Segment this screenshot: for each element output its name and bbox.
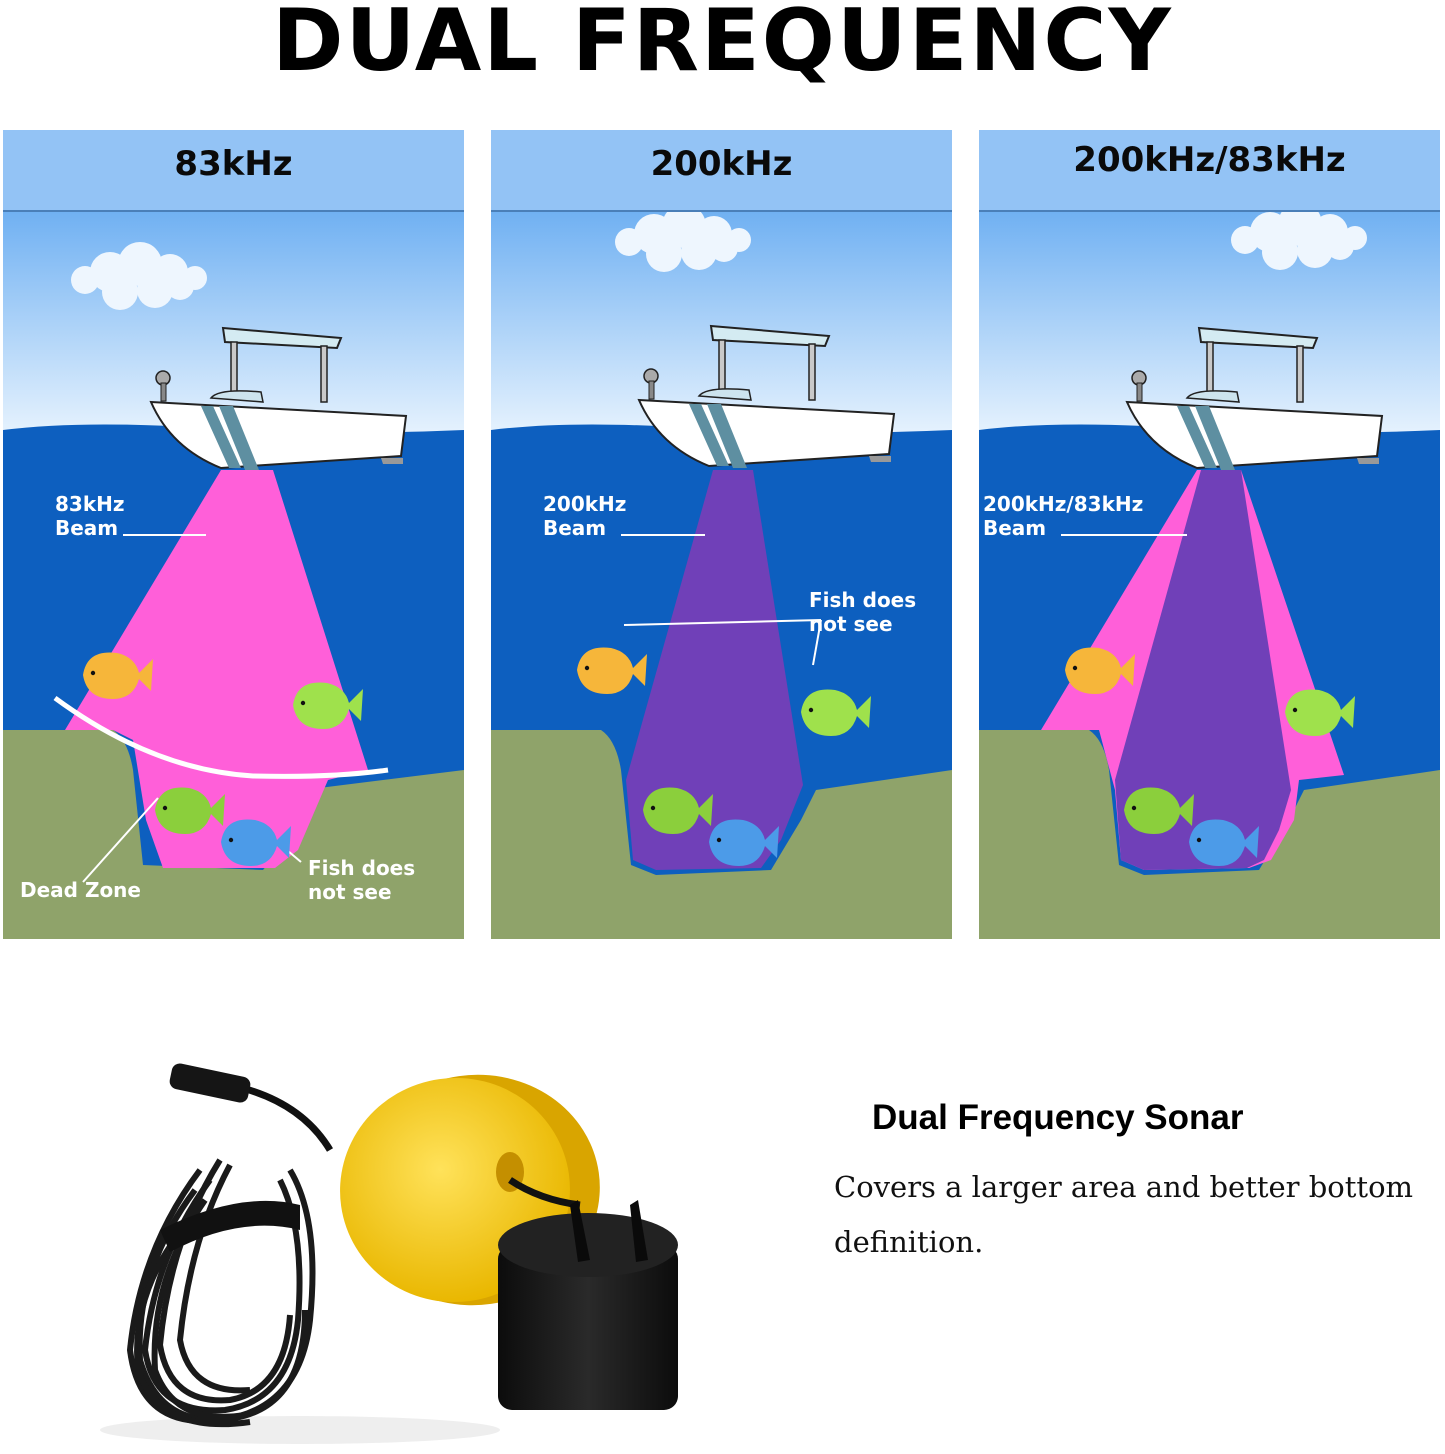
sonar-scene-83khz <box>3 210 464 939</box>
panel-title: 83kHz <box>174 144 293 184</box>
panel-83khz: 83kHz 83kHz Beam Dead Zone Fish does not… <box>3 130 464 939</box>
panel-dual: 200kHz/83kHz 200kHz/83kHz Beam <box>979 130 1440 939</box>
product-description: Covers a larger area and better bottom d… <box>834 1170 1414 1259</box>
panel-header <box>3 130 464 212</box>
beam-label: 83kHz Beam <box>55 492 125 540</box>
product-title: Dual Frequency Sonar <box>872 1098 1244 1137</box>
panel-title: 200kHz <box>650 144 793 184</box>
panel-header <box>979 130 1440 212</box>
panel-200khz: 200kHz 200kHz Beam Fish does not see <box>491 130 952 939</box>
fish-not-seen-label: Fish does not see <box>809 588 917 636</box>
main-title: DUAL FREQUENCY <box>272 0 1173 91</box>
sonar-scene-dual <box>979 202 1440 939</box>
fish-not-seen-label: Fish does not see <box>308 856 416 904</box>
panel-header <box>491 130 952 212</box>
beam-label: 200kHz Beam <box>543 492 627 540</box>
beam-label: 200kHz/83kHz Beam <box>983 492 1144 540</box>
dead-zone-label: Dead Zone <box>20 878 141 902</box>
sonar-scene-200khz <box>491 204 952 939</box>
sonar-transducer-image <box>100 1063 678 1444</box>
panel-title: 200kHz/83kHz <box>1073 140 1346 180</box>
